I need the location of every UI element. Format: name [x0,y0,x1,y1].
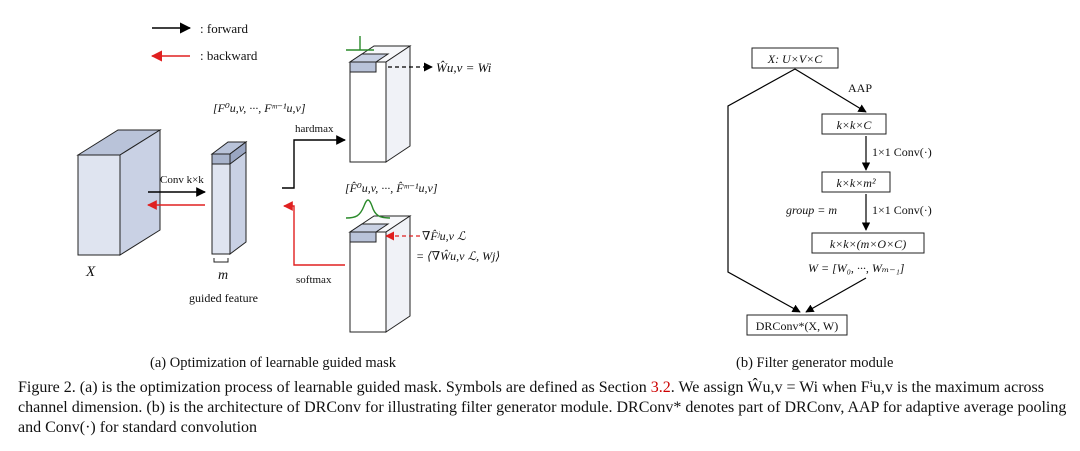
f-set-label: [F⁰u,v, ···, Fᵐ⁻¹u,v] [213,101,306,115]
skip-path-arrow [727,68,801,313]
w-assign-label: Ŵu,v = Wi [436,60,492,75]
panel-a-caption: (a) Optimization of learnable guided mas… [150,355,397,371]
channel-m-label: m [218,268,228,283]
conv2-label: 1×1 Conv(·) [872,203,932,217]
panel-b-caption: (b) Filter generator module [736,355,894,371]
figure-caption-part2: . We assign Ŵu,v = Wi when Fⁱu,v is the … [18,379,1067,436]
figure-caption: Figure 2. (a) is the optimization proces… [18,378,1068,438]
aap-label: AAP [848,81,872,95]
softmax-curve-icon [345,199,391,219]
gradient-label-1: ∇F̂ʲu,v ℒ [422,229,466,243]
hardmax-label: hardmax [295,123,334,135]
output-box [746,314,848,336]
box-kk-moc [811,232,925,254]
input-cube-x [76,129,162,256]
section-reference-link[interactable]: 3.2 [650,379,671,396]
box-kkc-label: k×k×C [837,118,873,132]
hardmax-spike-icon [346,36,374,51]
hardmax-arrow [282,135,346,189]
group-label: group = m [786,203,837,217]
box-kkc [821,113,887,135]
input-box-label: X: U×V×C [767,52,824,66]
w-arrow [805,277,867,313]
w-list-label: W = [W₀, ···, Wₘ₋₁] [808,261,905,275]
guided-feature-cube [210,141,248,255]
f-hat-set-label: [F̂⁰u,v, ···, F̂ᵐ⁻¹u,v] [345,181,438,195]
aap-arrow [794,68,867,113]
panel-b: X: U×V×C AAP k×k×C 1×1 Conv(·) k×k×m² gr… [727,47,932,336]
output-box-label: DRConv*(X, W) [756,319,838,333]
panel-a: X Conv k×k m guided feature [F⁰u,v, ···,… [76,36,500,333]
box-kkm2 [821,171,891,193]
legend-forward-label: : forward [200,21,249,36]
guided-feature-label: guided feature [189,291,258,305]
hard-mask-cube [346,36,412,163]
soft-mask-cube [345,199,412,333]
softmax-label: softmax [296,274,332,286]
input-box [751,47,839,69]
channel-brace [213,258,229,263]
gradient-label-2: = ⟨∇Ŵu,v ℒ, Wj⟩ [416,249,500,263]
conv1-label: 1×1 Conv(·) [872,145,932,159]
figure-caption-part1: Figure 2. (a) is the optimization proces… [18,379,651,396]
box-kk-moc-label: k×k×(m×O×C) [830,237,906,251]
legend-backward-label: : backward [200,48,258,63]
box-kkm2-label: k×k×m² [836,176,876,190]
legend: : forward : backward [150,21,258,63]
input-x-label: X [85,264,96,280]
softmax-arrow [283,201,345,266]
conv-label: Conv k×k [160,174,204,186]
